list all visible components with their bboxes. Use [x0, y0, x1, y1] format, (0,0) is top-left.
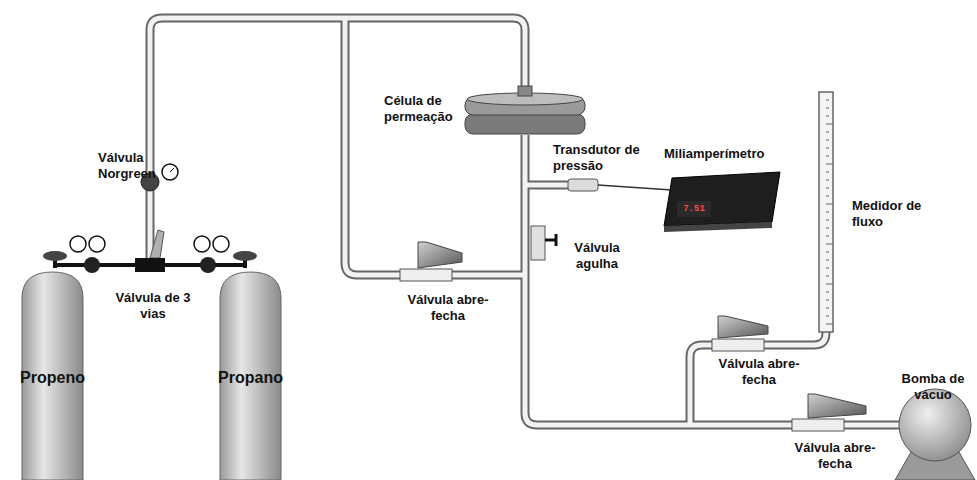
scale-tick	[826, 172, 829, 173]
scale-tick	[826, 284, 833, 285]
flow-meter-tube	[819, 92, 833, 332]
scale-tick	[826, 276, 829, 277]
permeation-cell-part	[518, 86, 532, 96]
three-way-manifold-part	[213, 236, 229, 252]
scale-tick	[826, 236, 829, 237]
flow-meter-tube-part	[819, 92, 833, 332]
scale-tick	[826, 188, 829, 189]
pipe-bore-part	[525, 135, 900, 425]
three-way-manifold-part	[200, 257, 216, 273]
part-label: Válvula abre-fecha	[400, 292, 496, 325]
pipe-bore-part	[525, 183, 568, 188]
part-label: Transdutor de pressão	[553, 142, 651, 175]
three-way-manifold-part	[194, 236, 210, 252]
on-off-valve-part	[712, 339, 764, 351]
pipe-outline-part	[150, 18, 525, 262]
part-label: Válvula de 3 vias	[108, 290, 198, 323]
pipe-bore-part	[150, 18, 525, 262]
pipe-outline-part	[345, 18, 525, 275]
on-off-valve-part	[400, 269, 452, 281]
milliammeter-part	[664, 172, 780, 226]
part-label: Medidor de fluxo	[852, 198, 952, 231]
pipe-bore-part	[345, 18, 525, 275]
gas-name: Propeno	[5, 268, 100, 387]
pressure-transducer	[568, 179, 672, 191]
on-off-valve	[712, 316, 768, 351]
pressure-transducer-part	[568, 179, 598, 191]
scale-tick	[826, 324, 833, 325]
scale-tick	[826, 220, 829, 221]
scale-tick	[826, 124, 833, 125]
three-way-manifold-part	[84, 257, 100, 273]
part-label: Célula de permeação	[384, 93, 462, 126]
gas-cylinder: Propeno	[5, 268, 100, 480]
vacuum-pump	[895, 389, 975, 480]
permeation-cell-part	[465, 114, 585, 134]
meter-display: 7.51	[677, 201, 711, 217]
needle-valve-part	[555, 234, 558, 246]
gas-name: Propano	[203, 268, 298, 387]
scale-tick	[826, 292, 829, 293]
three-way-manifold-part	[43, 251, 67, 261]
scale-tick	[826, 212, 829, 213]
scale-tick	[826, 260, 829, 261]
scale-tick	[826, 228, 829, 229]
flow-meter-tube-part	[826, 100, 833, 324]
scale-tick	[826, 108, 829, 109]
milliammeter	[664, 172, 780, 232]
pipe-bore-part	[690, 328, 826, 425]
scale-tick	[826, 116, 829, 117]
pressure-transducer-part	[598, 185, 672, 190]
part-label: Bomba de vácuo	[893, 371, 973, 404]
on-off-valve-part	[418, 242, 462, 268]
scale-tick	[826, 244, 833, 245]
on-off-valve-part	[718, 316, 768, 338]
part-label: Válvula agulha	[562, 240, 632, 273]
needle-valve-part	[545, 239, 556, 242]
part-label: Válvula abre-fecha	[714, 356, 804, 389]
needle-valve	[531, 226, 556, 260]
scale-tick	[826, 308, 829, 309]
part-label: Válvula Norgreen	[98, 150, 168, 183]
part-label: Válvula abre-fecha	[790, 440, 880, 473]
scale-tick	[826, 204, 833, 205]
norgreen-valve-part	[150, 230, 164, 258]
scale-tick	[826, 132, 829, 133]
scale-tick	[826, 196, 829, 197]
three-way-manifold-part	[135, 258, 165, 272]
pipe-outline-part	[525, 135, 900, 425]
scale-tick	[826, 100, 829, 101]
scale-tick	[826, 268, 829, 269]
norgreen-valve-part	[162, 164, 178, 180]
permeation-cell	[465, 86, 585, 134]
three-way-manifold-part	[70, 236, 86, 252]
three-way-manifold-part	[89, 236, 105, 252]
needle-valve-part	[531, 226, 545, 260]
scale-tick	[826, 316, 829, 317]
scale-tick	[826, 148, 829, 149]
scale-tick	[826, 252, 829, 253]
gas-cylinder: Propano	[203, 268, 298, 480]
on-off-valve-part	[808, 394, 866, 418]
scale-tick	[826, 164, 833, 165]
three-way-manifold-part	[233, 251, 257, 261]
on-off-valve	[792, 394, 866, 431]
scale-tick	[826, 180, 829, 181]
scale-tick	[826, 300, 829, 301]
norgreen-valve-part	[170, 168, 174, 172]
three-way-manifold	[43, 236, 257, 273]
pipe-outline-part	[525, 181, 568, 190]
on-off-valve-part	[792, 419, 844, 431]
meter-reading: 7.51	[677, 201, 711, 216]
part-label: Miliamperímetro	[664, 146, 784, 162]
on-off-valve	[400, 242, 462, 281]
pipe-outline-part	[690, 328, 826, 425]
milliammeter-part	[664, 222, 772, 232]
scale-tick	[826, 156, 829, 157]
scale-tick	[826, 140, 829, 141]
